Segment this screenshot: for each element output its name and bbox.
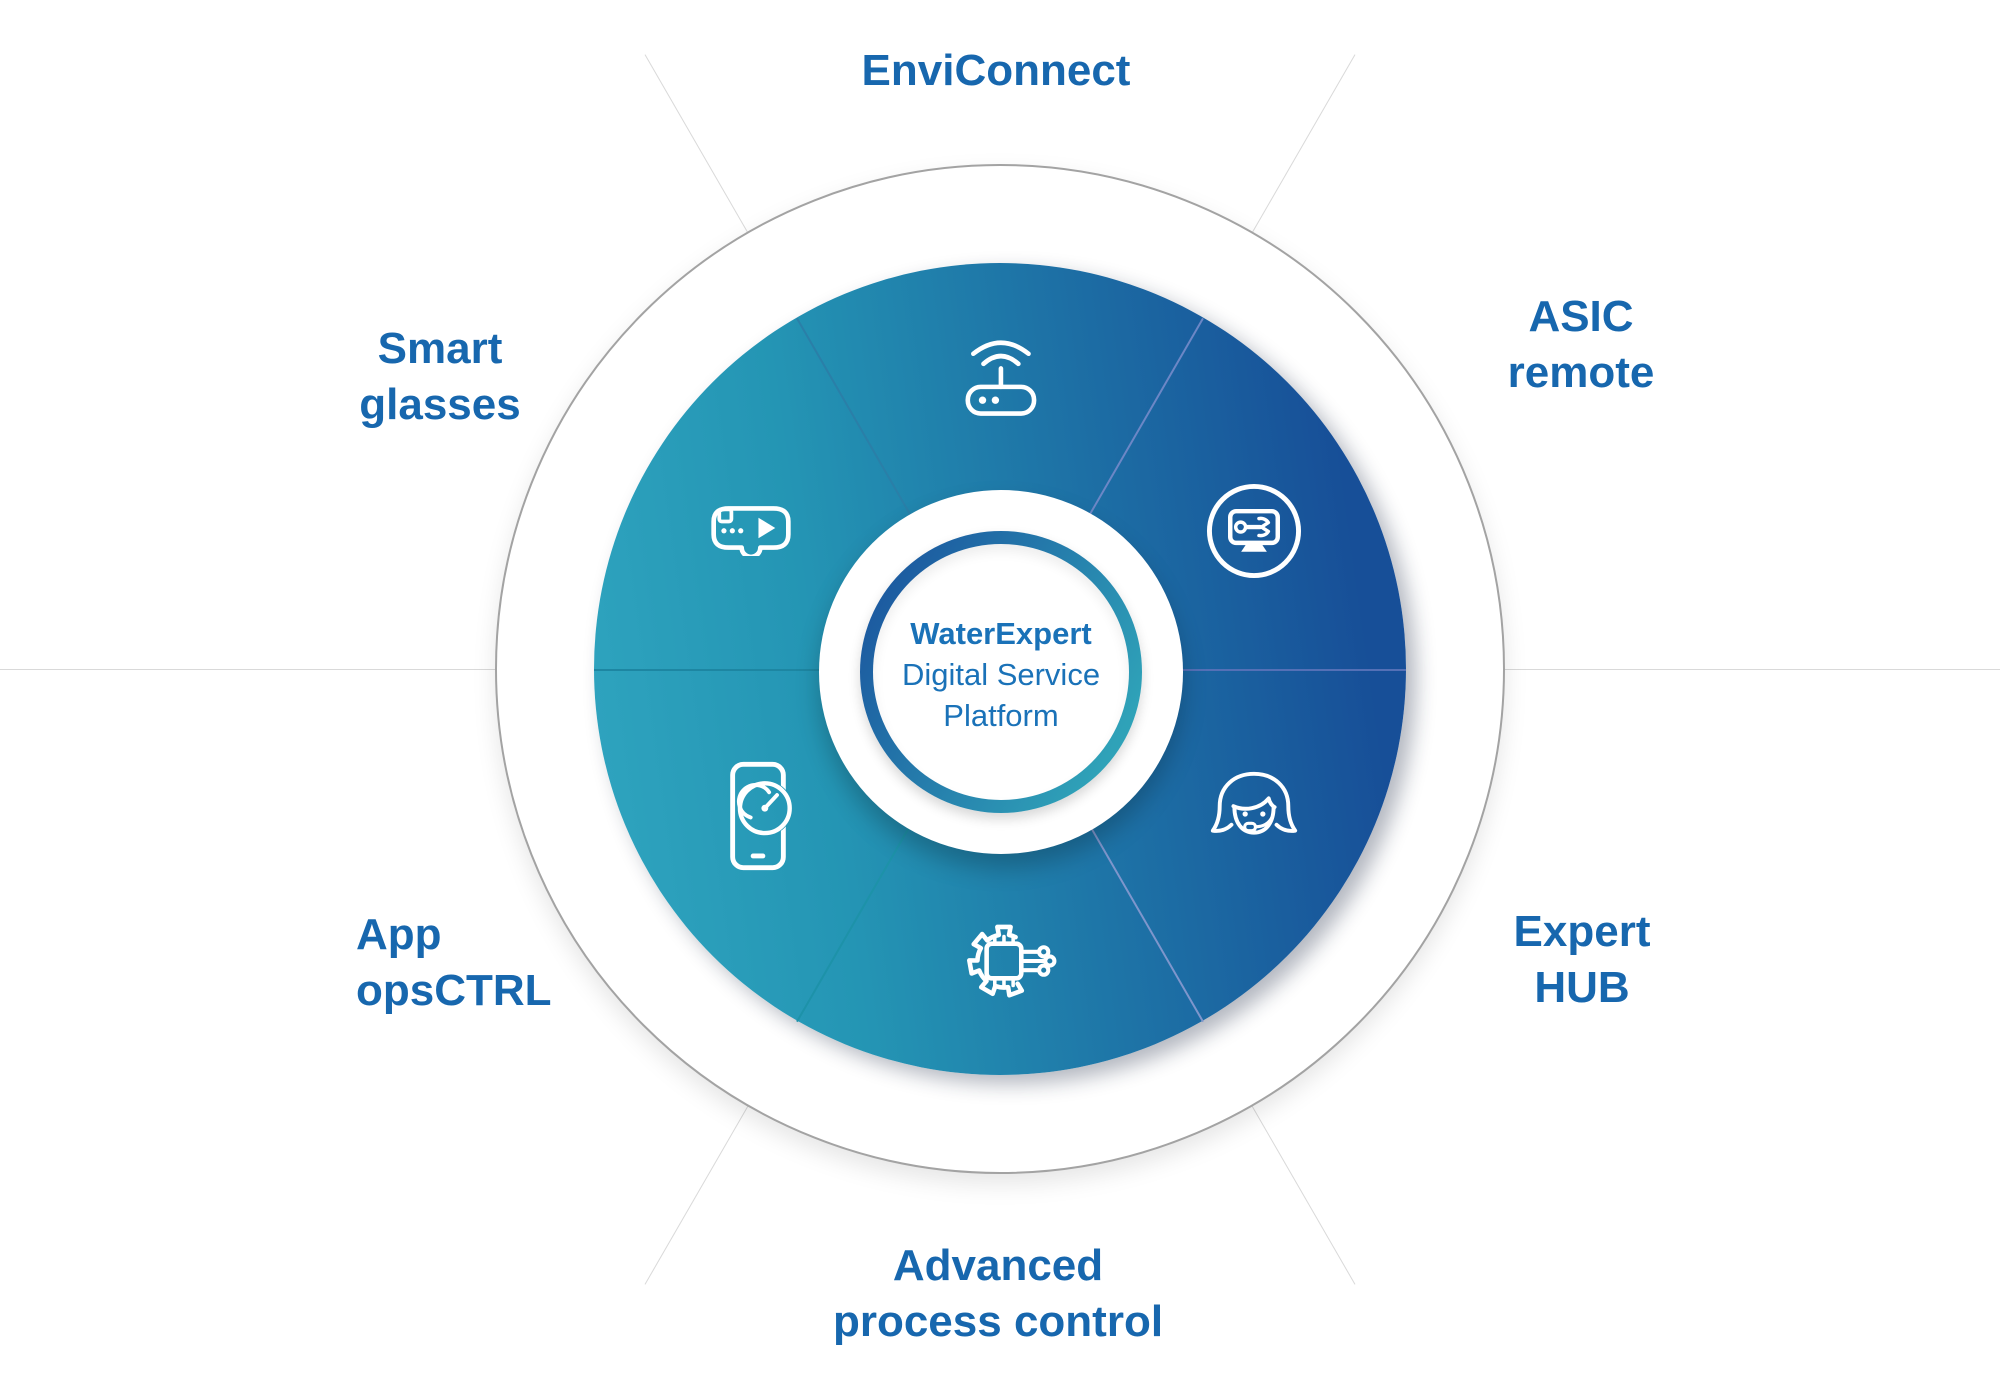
wifi-router-icon	[954, 332, 1046, 417]
center-title: WaterExpert	[910, 615, 1092, 651]
label-asic-remote: ASIC remote	[1507, 292, 1655, 397]
support-agent-icon	[1203, 766, 1305, 864]
phone-gauge-icon	[714, 758, 802, 875]
label-smart-glasses: Smart glasses	[359, 324, 521, 429]
center-text-panel: WaterExpert Digital Service Platform	[873, 544, 1129, 800]
center-ring: WaterExpert Digital Service Platform	[860, 531, 1142, 813]
label-enviconnect: EnviConnect	[861, 46, 1131, 95]
smart-glasses-icon	[704, 500, 798, 556]
center-subtitle-line1: Digital Service	[901, 656, 1101, 692]
monitor-wrench-icon	[1205, 482, 1304, 581]
label-expert-hub: Expert HUB	[1513, 907, 1651, 1012]
sector-divider-right	[1000, 669, 1406, 671]
label-advanced-process-control: Advanced process control	[832, 1241, 1164, 1346]
center-subtitle-line2: Platform	[943, 697, 1059, 733]
chip-gear-icon	[953, 910, 1059, 1012]
label-app-opsctrl: App opsCTRL	[356, 910, 552, 1015]
